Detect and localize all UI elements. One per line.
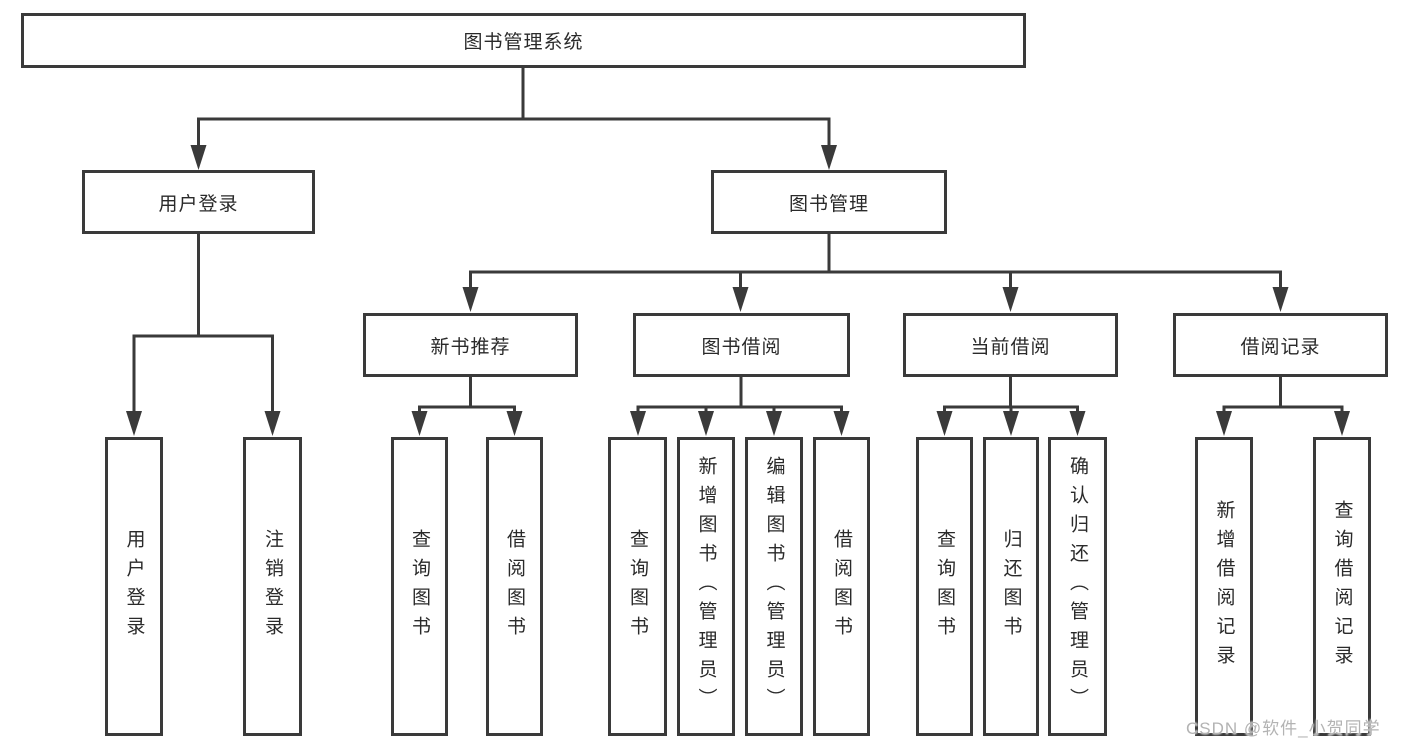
- leaf-query-books-recommend: 查询图书: [391, 437, 448, 736]
- leaf-query-books-borrow: 查询图书: [608, 437, 667, 736]
- leaf-add-book-admin-label: 新增图书（管理员）: [695, 456, 717, 717]
- leaf-return-books: 归还图书: [983, 437, 1039, 736]
- leaf-query-books-current: 查询图书: [916, 437, 973, 736]
- leaf-query-books-borrow-label: 查询图书: [627, 528, 648, 645]
- leaf-add-book-admin: 新增图书（管理员）: [677, 437, 735, 736]
- node-library-system: 图书管理系统: [21, 13, 1026, 68]
- leaf-borrow-books: 借阅图书: [813, 437, 870, 736]
- leaf-return-books-label: 归还图书: [1000, 528, 1022, 645]
- node-new-book-recommend: 新书推荐: [363, 313, 578, 377]
- csdn-watermark: CSDN @软件_小贺同学: [1186, 719, 1381, 738]
- node-book-borrow: 图书借阅: [633, 313, 850, 377]
- node-book-management: 图书管理: [711, 170, 947, 234]
- leaf-borrow-books-recommend: 借阅图书: [486, 437, 543, 736]
- leaf-user-login-label: 用户登录: [123, 528, 145, 645]
- leaf-add-borrow-record: 新增借阅记录: [1195, 437, 1253, 736]
- leaf-user-login: 用户登录: [105, 437, 163, 736]
- leaf-confirm-return-admin-label: 确认归还（管理员）: [1067, 456, 1088, 717]
- leaf-borrow-books-label: 借阅图书: [831, 528, 852, 645]
- leaf-edit-book-admin: 编辑图书（管理员）: [745, 437, 803, 736]
- leaf-query-borrow-record-label: 查询借阅记录: [1331, 499, 1353, 674]
- node-current-borrow: 当前借阅: [903, 313, 1118, 377]
- leaf-borrow-books-recommend-label: 借阅图书: [504, 528, 525, 645]
- arrowheads: [126, 145, 1350, 436]
- leaf-edit-book-admin-label: 编辑图书（管理员）: [763, 456, 785, 717]
- leaf-query-books-recommend-label: 查询图书: [409, 528, 430, 645]
- leaf-add-borrow-record-label: 新增借阅记录: [1213, 499, 1235, 674]
- leaf-query-books-current-label: 查询图书: [934, 528, 955, 645]
- node-user-login: 用户登录: [82, 170, 315, 234]
- leaf-logout: 注销登录: [243, 437, 302, 736]
- node-borrow-records: 借阅记录: [1173, 313, 1388, 377]
- leaf-confirm-return-admin: 确认归还（管理员）: [1048, 437, 1107, 736]
- leaf-query-borrow-record: 查询借阅记录: [1313, 437, 1371, 736]
- leaf-logout-label: 注销登录: [262, 528, 283, 645]
